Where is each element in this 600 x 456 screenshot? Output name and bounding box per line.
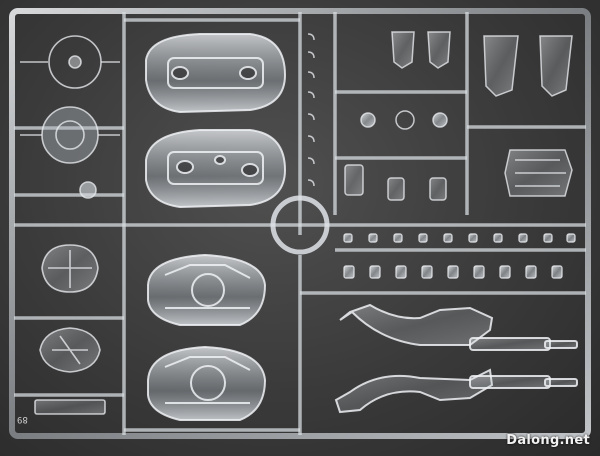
left-column-parts [20,35,120,415]
upper-shell-parts [145,33,287,209]
runner-code-label: 89 [17,414,28,424]
sprue-frame [9,8,591,439]
sprue-runners [14,12,586,435]
small-clip-parts [307,33,315,187]
connector-rows [343,233,576,279]
sprue-ring [270,195,330,255]
lower-shell-parts [147,253,267,421]
weapon-parts [334,303,578,414]
upper-right-parts [344,31,573,201]
watermark: Dalong.net [506,433,590,448]
